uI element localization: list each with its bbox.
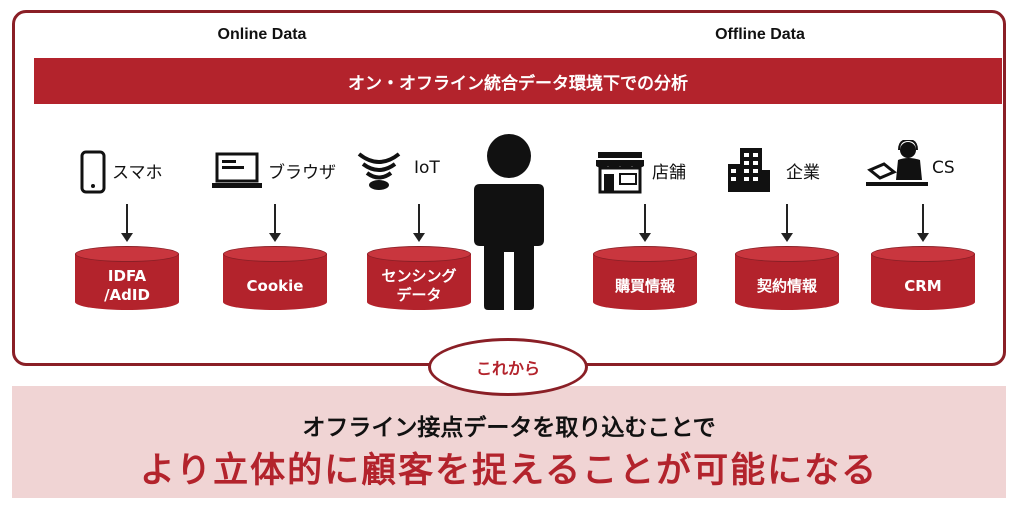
source-label-store: 店舗 — [652, 163, 686, 183]
smartphone-icon — [80, 150, 106, 194]
database-label: 購買情報 — [614, 276, 675, 295]
person-icon — [474, 134, 544, 310]
database-idfa: IDFA /AdID — [75, 246, 179, 316]
source-label-cs: CS — [932, 158, 955, 178]
database-label: センシング データ — [381, 267, 457, 304]
database-label: IDFA /AdID — [104, 267, 150, 304]
database-purchase: 購買情報 — [593, 246, 697, 316]
source-label-smartphone: スマホ — [112, 163, 163, 183]
wireless-signal-icon — [357, 152, 401, 190]
store-icon — [596, 152, 644, 194]
arrow-browser — [269, 204, 281, 242]
database-sensing: センシング データ — [367, 246, 471, 316]
message-line1: オフライン接点データを取り込むことで — [302, 415, 716, 441]
support-agent-icon — [866, 140, 928, 186]
laptop-icon — [212, 152, 262, 188]
transition-badge: これから — [428, 338, 588, 396]
source-label-iot: IoT — [414, 158, 440, 178]
database-label: CRM — [904, 276, 942, 295]
message-line2: より立体的に顧客を捉えることが可能になる — [139, 451, 879, 491]
message-panel: オフライン接点データを取り込むことで より立体的に顧客を捉えることが可能になる — [12, 386, 1006, 498]
arrow-smartphone — [121, 204, 133, 242]
arrow-cs — [917, 204, 929, 242]
source-label-browser: ブラウザ — [268, 163, 336, 183]
offline-data-title: Offline Data — [715, 26, 805, 43]
database-crm: CRM — [871, 246, 975, 316]
online-data-title: Online Data — [217, 26, 307, 43]
database-label: 契約情報 — [756, 276, 817, 295]
arrow-company — [781, 204, 793, 242]
database-cookie: Cookie — [223, 246, 327, 316]
office-building-icon — [728, 148, 770, 192]
database-label: Cookie — [246, 276, 304, 295]
arrow-iot — [413, 204, 425, 242]
database-contract: 契約情報 — [735, 246, 839, 316]
arrow-store — [639, 204, 651, 242]
integrated-analysis-banner: オン・オフライン統合データ環境下での分析 — [34, 58, 1002, 104]
source-label-company: 企業 — [786, 163, 820, 183]
